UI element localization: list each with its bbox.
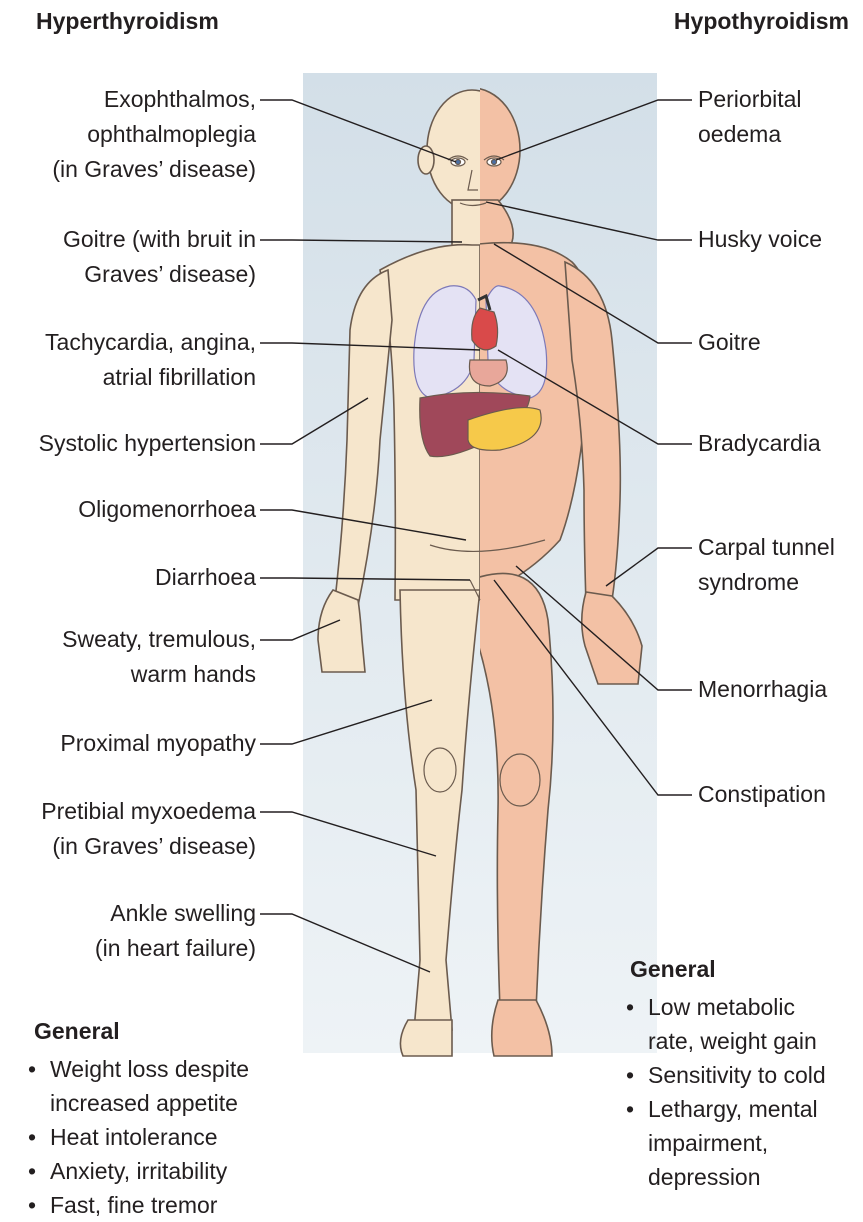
general-right-heading: General: [630, 956, 716, 983]
list-item: Anxiety, irritability: [24, 1154, 249, 1188]
list-item: increased appetite: [24, 1086, 249, 1120]
list-item: Weight loss despite: [24, 1052, 249, 1086]
hyperthyroidism-title: Hyperthyroidism: [36, 8, 219, 35]
label-goitre-right: Goitre: [698, 325, 761, 360]
general-right-list: Low metabolic rate, weight gain Sensitiv…: [622, 990, 826, 1194]
list-item: impairment,: [622, 1126, 826, 1160]
label-ankle-swelling: Ankle swelling (in heart failure): [95, 896, 256, 966]
label-pretibial-myxoedema: Pretibial myxoedema (in Graves’ disease): [41, 794, 256, 864]
list-item: depression: [622, 1160, 826, 1194]
label-menorrhagia: Menorrhagia: [698, 672, 827, 707]
general-left-heading: General: [34, 1018, 120, 1045]
list-item: Fast, fine tremor: [24, 1188, 249, 1222]
heart: [472, 308, 498, 350]
label-sweaty-hands: Sweaty, tremulous, warm hands: [62, 622, 256, 692]
list-item: Low metabolic: [622, 990, 826, 1024]
list-item: Lethargy, mental: [622, 1092, 826, 1126]
list-item: Sensitivity to cold: [622, 1058, 826, 1092]
label-husky-voice: Husky voice: [698, 222, 822, 257]
label-tachycardia: Tachycardia, angina, atrial fibrillation: [45, 325, 256, 395]
general-left-list: Weight loss despite increased appetite H…: [24, 1052, 249, 1222]
label-oligomenorrhoea: Oligomenorrhoea: [78, 492, 256, 527]
label-proximal-myopathy: Proximal myopathy: [60, 726, 256, 761]
label-goitre-left: Goitre (with bruit in Graves’ disease): [63, 222, 256, 292]
label-periorbital-oedema: Periorbital oedema: [698, 82, 802, 152]
label-diarrhoea: Diarrhoea: [155, 560, 256, 595]
list-item: rate, weight gain: [622, 1024, 826, 1058]
label-systolic-hypertension: Systolic hypertension: [39, 426, 256, 461]
label-bradycardia: Bradycardia: [698, 426, 821, 461]
organs: [414, 286, 547, 457]
hypothyroidism-title: Hypothyroidism: [674, 8, 849, 35]
list-item: Heat intolerance: [24, 1120, 249, 1154]
label-exophthalmos: Exophthalmos, ophthalmoplegia (in Graves…: [52, 82, 256, 187]
label-constipation: Constipation: [698, 777, 826, 812]
label-carpal-tunnel: Carpal tunnel syndrome: [698, 530, 835, 600]
